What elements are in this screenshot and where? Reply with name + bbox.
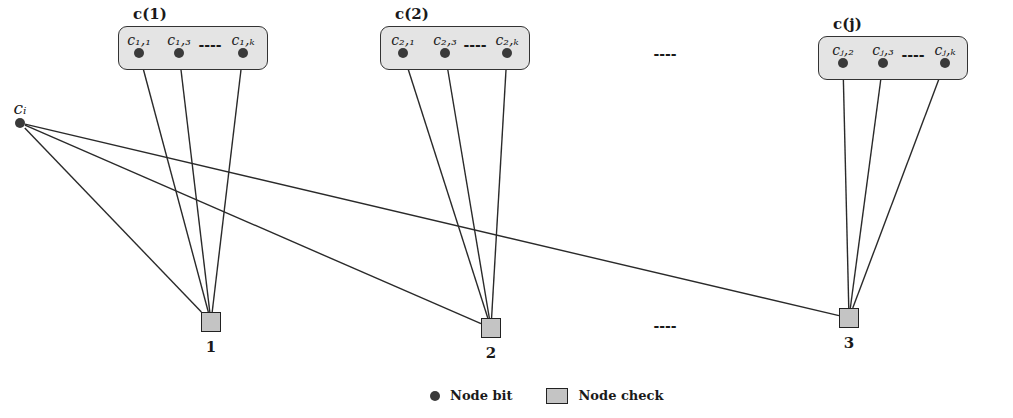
bit-node: cⱼ,₃ <box>870 42 896 68</box>
bit-dot <box>134 48 144 58</box>
bit-group: c(2)c₂,₁c₂,₃c₂,ₖ <box>380 26 530 70</box>
check-number: 3 <box>839 334 859 352</box>
edge-line <box>843 68 849 308</box>
edge-line <box>212 58 242 312</box>
ellipsis-text: ---- <box>198 37 221 53</box>
bit-node: cⱼ,ₖ <box>932 42 957 68</box>
ellipsis-text: ---- <box>463 37 486 53</box>
bit-dot <box>174 48 184 58</box>
legend-sample <box>430 391 440 401</box>
edge-line <box>25 125 481 323</box>
edge-line <box>446 58 490 318</box>
check-node: 2 <box>481 318 501 362</box>
ellipsis-mark: ---- <box>463 37 486 53</box>
ellipsis-text: ---- <box>653 46 676 62</box>
bit-label: c₂,₃ <box>431 32 459 48</box>
bit-dot <box>838 58 848 68</box>
group-label: c(2) <box>395 5 429 23</box>
ellipsis-mark: ---- <box>653 46 676 62</box>
check-node: 1 <box>201 312 221 356</box>
check-square <box>481 318 501 338</box>
legend-text: Node check <box>578 388 663 404</box>
ellipsis-text: ---- <box>653 318 676 334</box>
bit-node: c₂,₁ <box>389 32 417 58</box>
bit-label: c₁,₁ <box>125 32 153 48</box>
edge-line <box>492 58 507 318</box>
edge-line <box>25 128 202 312</box>
edge-line <box>405 58 488 318</box>
legend-entry: Node check <box>546 388 663 404</box>
bit-dot <box>878 58 888 68</box>
bit-dot <box>15 118 25 128</box>
bit-label: c₂,₁ <box>389 32 417 48</box>
bit-label: c₂,ₖ <box>493 32 520 48</box>
bit-group: c(j)cⱼ,₂cⱼ,₃cⱼ,ₖ <box>818 36 968 80</box>
bit-dot <box>440 48 450 58</box>
ellipsis-text: ---- <box>901 47 924 63</box>
bit-node: c₁,ₖ <box>229 32 256 58</box>
bit-label: cᵢ <box>12 98 29 118</box>
edge-line <box>853 68 943 308</box>
edge-line <box>25 124 839 315</box>
legend: Node bit Node check <box>430 388 664 404</box>
legend-sample <box>546 388 568 404</box>
check-square <box>201 312 221 332</box>
check-number: 2 <box>481 344 501 362</box>
bit-node: c₂,₃ <box>431 32 459 58</box>
bit-group: c(1)c₁,₁c₁,₃c₁,ₖ <box>118 26 268 70</box>
bit-label: cⱼ,₃ <box>870 42 896 58</box>
ellipsis-mark: ---- <box>653 318 676 334</box>
bit-node: cᵢ <box>12 98 29 128</box>
group-label: c(j) <box>833 15 862 33</box>
bit-label: c₁,₃ <box>165 32 193 48</box>
bit-label: c₁,ₖ <box>229 32 256 48</box>
bit-dot <box>238 48 248 58</box>
group-label: c(1) <box>133 5 167 23</box>
edge-line <box>140 58 208 312</box>
ellipsis-mark: ---- <box>198 37 221 53</box>
bit-node: c₂,ₖ <box>493 32 520 58</box>
check-square <box>839 308 859 328</box>
bit-label: cⱼ,₂ <box>830 42 856 58</box>
bit-dot <box>398 48 408 58</box>
bit-label: cⱼ,ₖ <box>932 42 957 58</box>
bit-dot <box>940 58 950 68</box>
legend-entry: Node bit <box>430 388 512 404</box>
check-node: 3 <box>839 308 859 352</box>
bit-dot <box>502 48 512 58</box>
legend-text: Node bit <box>450 388 512 404</box>
check-number: 1 <box>201 338 221 356</box>
edge-line <box>180 58 210 312</box>
bit-node: c₁,₁ <box>125 32 153 58</box>
bit-node: c₁,₃ <box>165 32 193 58</box>
ellipsis-mark: ---- <box>901 47 924 63</box>
bit-node: cⱼ,₂ <box>830 42 856 68</box>
